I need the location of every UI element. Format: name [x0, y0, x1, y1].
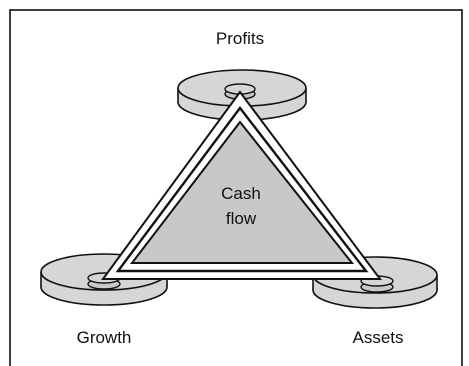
profits-label: Profits	[216, 29, 264, 48]
cash-label: Cash	[221, 184, 261, 203]
cash-flow-triangle	[101, 90, 382, 280]
flow-label: flow	[226, 209, 257, 228]
growth-label: Growth	[77, 328, 132, 347]
assets-label: Assets	[352, 328, 403, 347]
